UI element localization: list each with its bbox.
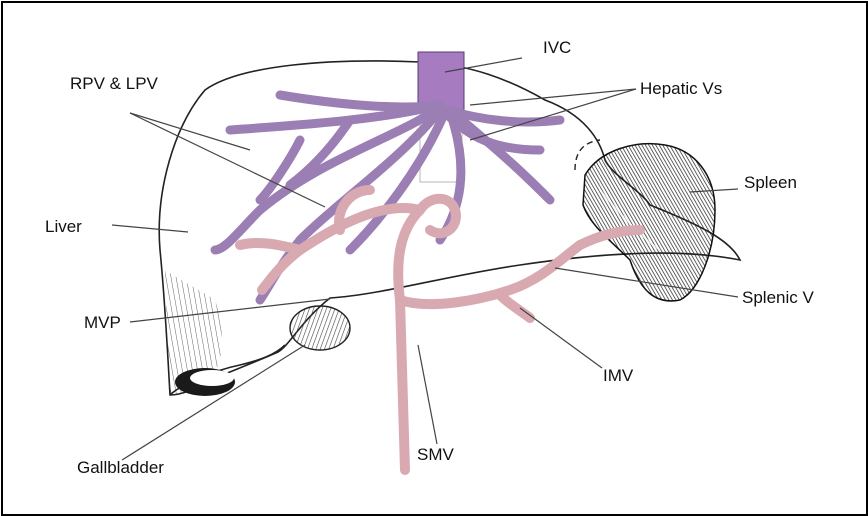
label-hepatic-vs: Hepatic Vs: [640, 80, 722, 97]
label-splenic-v: Splenic V: [742, 289, 814, 306]
label-ivc: IVC: [543, 39, 571, 56]
label-mvp: MVP: [84, 314, 121, 331]
label-smv: SMV: [417, 446, 454, 463]
label-gallbladder: Gallbladder: [77, 459, 164, 476]
label-liver: Liver: [45, 218, 82, 235]
gallbladder-shape: [290, 306, 350, 350]
label-spleen: Spleen: [744, 174, 797, 191]
label-rpv-lpv: RPV & LPV: [70, 75, 158, 92]
label-imv: IMV: [603, 367, 633, 384]
spleen-shape: [583, 144, 715, 301]
